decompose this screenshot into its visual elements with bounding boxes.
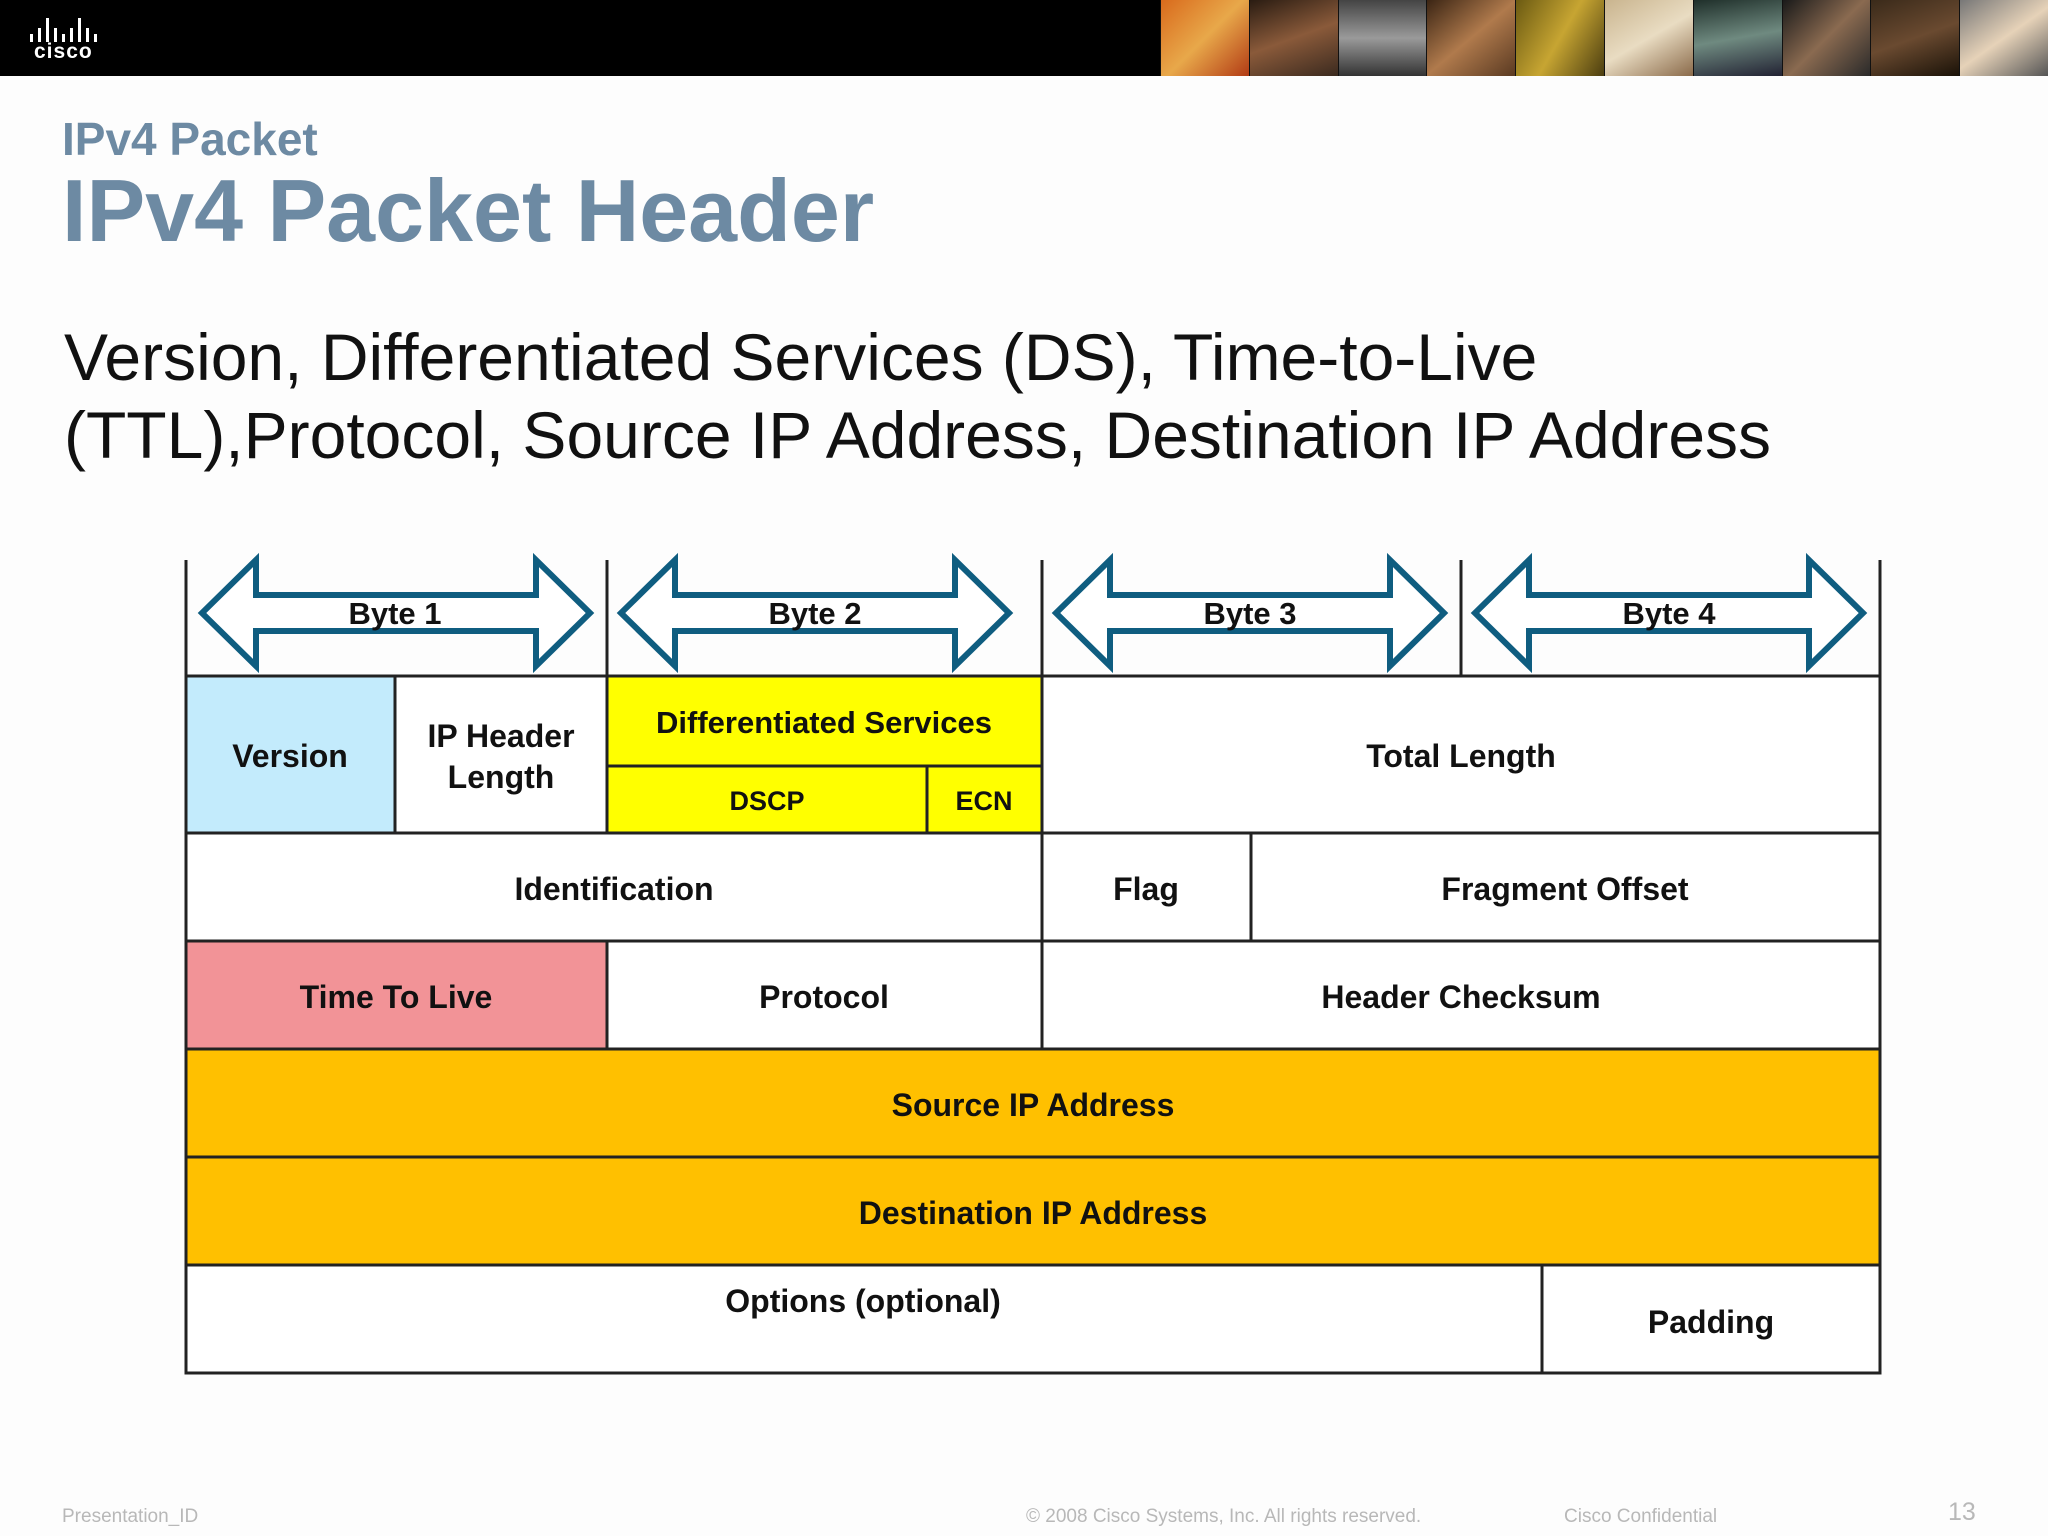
photo-tile xyxy=(1515,0,1604,76)
field-padding xyxy=(1540,1263,1882,1375)
identification-label: Identification xyxy=(514,871,713,907)
header-checksum-label: Header Checksum xyxy=(1321,979,1600,1015)
row-2 xyxy=(184,831,1882,943)
row-1 xyxy=(184,674,1882,835)
field-ihl xyxy=(393,674,609,835)
byte-arrows: Byte 1 Byte 2 Byte 3 Byte 4 xyxy=(197,552,1868,674)
row-3 xyxy=(184,939,1882,1051)
ihl-label-line-2: Length xyxy=(448,759,555,795)
options-label: Options (optional) xyxy=(725,1283,1001,1319)
cisco-logo-text: cisco xyxy=(34,40,93,63)
photo-tile xyxy=(1870,0,1960,76)
photo-tile xyxy=(1426,0,1516,76)
address-rows xyxy=(184,1047,1882,1267)
byte-row-dividers xyxy=(184,560,1882,676)
field-ecn xyxy=(925,764,1044,835)
body-line-1: Version, Differentiated Services (DS), T… xyxy=(64,320,1538,394)
body-line-2: (TTL),Protocol, Source IP Address, Desti… xyxy=(64,398,1772,472)
photo-tile xyxy=(1337,0,1427,76)
cisco-logo-icon xyxy=(30,18,97,42)
fragment-offset-label: Fragment Offset xyxy=(1441,871,1688,907)
padding-label: Padding xyxy=(1648,1304,1774,1340)
flag-label: Flag xyxy=(1113,871,1179,907)
ihl-label-line-1: IP Header xyxy=(427,718,574,754)
photo-tile xyxy=(1781,0,1871,76)
page-number: 13 xyxy=(1948,1498,1976,1526)
version-label: Version xyxy=(232,738,348,774)
byte-4-label: Byte 4 xyxy=(1622,596,1716,631)
protocol-label: Protocol xyxy=(759,979,889,1015)
field-options xyxy=(184,1263,1544,1375)
byte-4-arrow-icon xyxy=(1470,552,1868,674)
footer-presentation-id: Presentation_ID xyxy=(62,1506,199,1527)
dscp-label: DSCP xyxy=(729,786,804,816)
field-ds xyxy=(605,674,1044,768)
row-6 xyxy=(184,1263,1882,1375)
source-ip-label: Source IP Address xyxy=(892,1087,1175,1123)
slide-body-text: Version, Differentiated Services (DS), T… xyxy=(64,318,1964,474)
total-length-label: Total Length xyxy=(1366,738,1556,774)
photo-tile xyxy=(1603,0,1693,76)
field-total-length xyxy=(1040,674,1882,835)
byte-1-label: Byte 1 xyxy=(348,596,441,631)
slide-title: IPv4 Packet Header xyxy=(62,161,875,260)
field-fragment-offset xyxy=(1249,831,1882,943)
photo-strip xyxy=(1160,0,2048,76)
field-identification xyxy=(184,831,1044,943)
byte-2-label: Byte 2 xyxy=(768,596,861,631)
footer-copyright: © 2008 Cisco Systems, Inc. All rights re… xyxy=(1026,1506,1422,1527)
top-banner: cisco xyxy=(0,0,2048,76)
field-protocol xyxy=(605,939,1044,1051)
ecn-label: ECN xyxy=(955,786,1012,816)
slide-subtitle: IPv4 Packet xyxy=(62,113,318,165)
field-dscp xyxy=(605,764,929,835)
byte-2-arrow-icon xyxy=(616,552,1014,674)
photo-tile xyxy=(1160,0,1249,76)
byte-1-arrow-icon xyxy=(197,552,595,674)
photo-tile xyxy=(1692,0,1782,76)
photo-tile xyxy=(1248,0,1338,76)
ttl-label: Time To Live xyxy=(300,979,493,1015)
destination-ip-label: Destination IP Address xyxy=(859,1195,1208,1231)
footer-confidential: Cisco Confidential xyxy=(1564,1506,1718,1527)
byte-3-arrow-icon xyxy=(1051,552,1449,674)
photo-tile xyxy=(1959,0,2048,76)
byte-3-label: Byte 3 xyxy=(1203,596,1296,631)
ds-label: Differentiated Services xyxy=(656,705,992,740)
field-version xyxy=(184,674,397,835)
